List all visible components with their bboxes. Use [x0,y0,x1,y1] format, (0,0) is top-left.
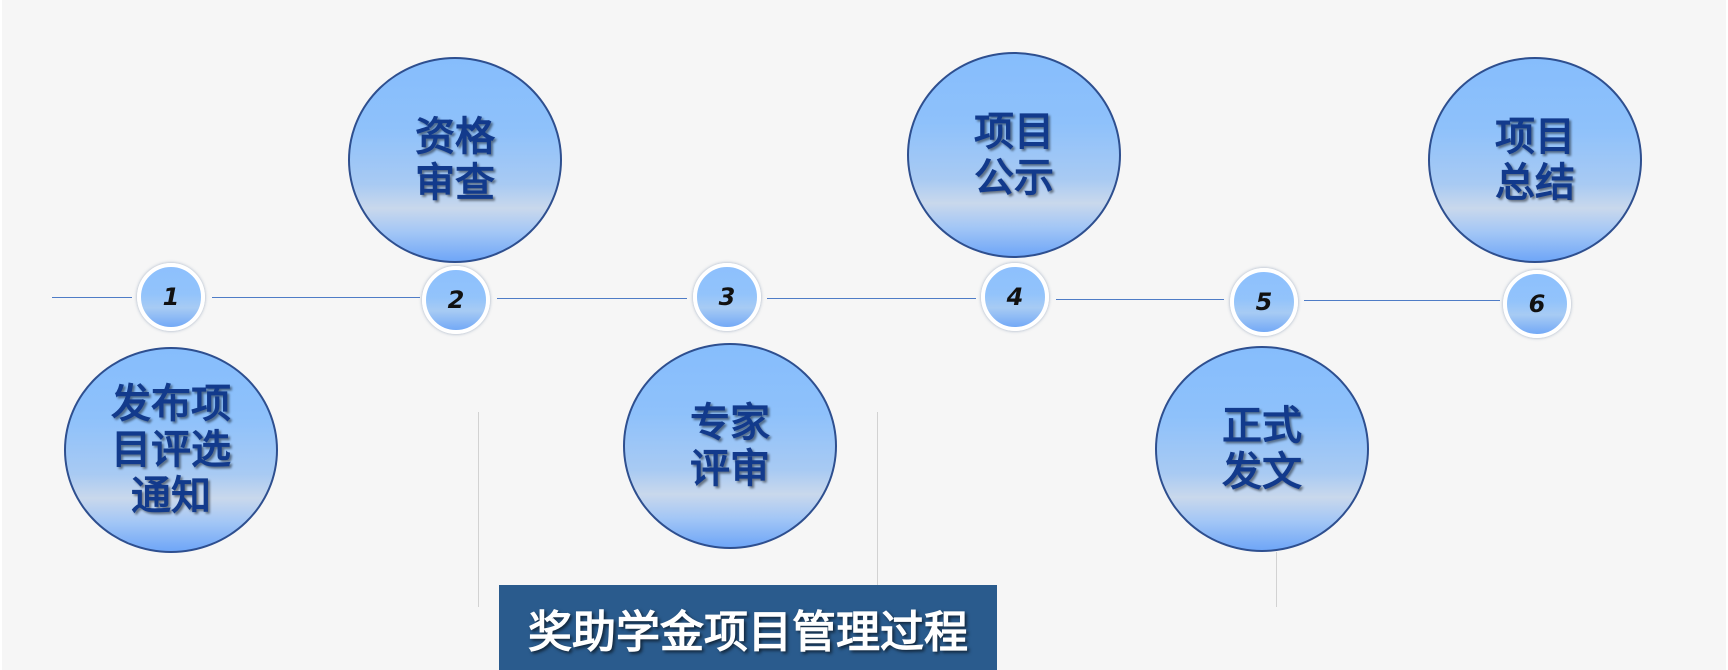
step-circle-4: 项目 公示 [907,52,1121,258]
step-number-text: 3 [718,283,736,311]
guide-line [877,412,878,592]
timeline-segment [52,297,132,298]
timeline-segment [497,298,687,299]
step-number-6: 6 [1503,270,1571,338]
diagram-title: 奖助学金项目管理过程 [528,606,968,658]
step-number-3: 3 [693,263,761,331]
timeline-segment [1304,300,1500,301]
timeline-segment [212,297,420,298]
timeline-segment [1056,299,1224,300]
step-label-3: 专家 评审 [690,400,770,492]
step-number-text: 2 [447,286,465,314]
step-circle-3: 专家 评审 [623,343,837,549]
step-number-1: 1 [137,263,205,331]
guide-line [1276,552,1277,607]
guide-line [478,412,479,607]
step-number-text: 5 [1255,288,1273,316]
step-label-1: 发布项 目评选 通知 [111,381,231,519]
step-circle-5: 正式 发文 [1155,346,1369,552]
step-number-text: 4 [1006,283,1024,311]
step-circle-2: 资格 审查 [348,57,562,263]
step-label-5: 正式 发文 [1222,403,1302,495]
timeline-segment [767,298,976,299]
step-label-4: 项目 公示 [974,109,1054,201]
step-circle-1: 发布项 目评选 通知 [64,347,278,553]
step-number-4: 4 [981,263,1049,331]
title-banner: 奖助学金项目管理过程 [499,585,997,670]
step-circle-6: 项目 总结 [1428,57,1642,263]
step-label-6: 项目 总结 [1495,114,1575,206]
step-number-2: 2 [422,266,490,334]
step-label-2: 资格 审查 [415,114,495,206]
step-number-5: 5 [1230,268,1298,336]
step-number-text: 1 [162,283,180,311]
step-number-text: 6 [1528,290,1546,318]
